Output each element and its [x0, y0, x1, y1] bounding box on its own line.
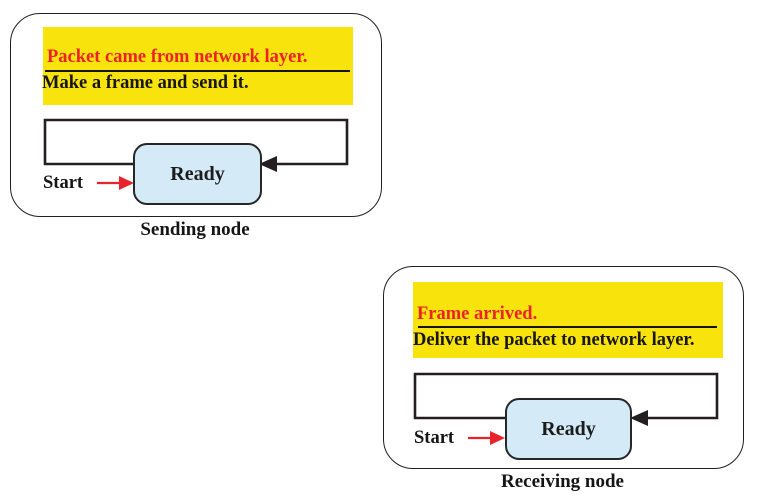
- receiving-start-label: Start: [414, 428, 455, 448]
- sending-self-loop-line: [43, 118, 349, 166]
- receiving-ready-state-label: Ready: [541, 417, 596, 440]
- receiving-loop-arrowhead-icon: [630, 410, 648, 426]
- sending-start-arrowhead-icon: [119, 176, 134, 190]
- sending-event-underline: [45, 70, 350, 72]
- receiving-node-frame: [383, 266, 744, 469]
- receiving-ready-state: Ready: [505, 398, 632, 460]
- sending-ready-state: Ready: [133, 143, 262, 205]
- sending-node-caption: Sending node: [140, 219, 250, 240]
- sending-action-text: Make a frame and send it.: [42, 73, 249, 93]
- sending-ready-state-label: Ready: [170, 162, 225, 185]
- sending-node-frame: [10, 13, 382, 217]
- receiving-highlight-note: [413, 282, 723, 358]
- receiving-self-loop-line: [413, 372, 719, 420]
- receiving-start-arrowhead-icon: [490, 431, 505, 445]
- receiving-action-text: Deliver the packet to network layer.: [413, 330, 695, 350]
- sending-highlight-note: [43, 27, 353, 105]
- receiving-event-text: Frame arrived.: [417, 304, 538, 324]
- receiving-event-underline: [418, 326, 717, 328]
- sending-event-text: Packet came from network layer.: [47, 47, 308, 67]
- sending-start-label: Start: [43, 173, 84, 193]
- receiving-node-caption: Receiving node: [501, 471, 624, 492]
- sending-loop-arrowhead-icon: [259, 156, 277, 172]
